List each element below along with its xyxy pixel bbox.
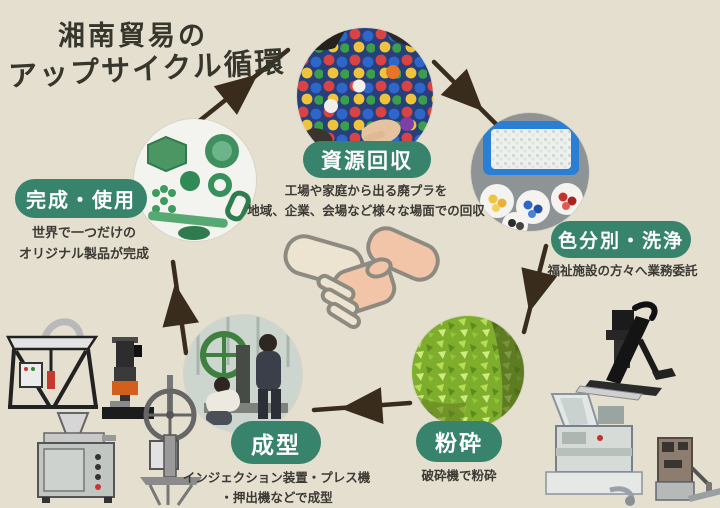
- molding-machine-operators-photo: [184, 315, 302, 433]
- page-subtitle: アップサイクル循環: [7, 46, 287, 94]
- sorted-caps-and-pellets-photo: [471, 113, 589, 231]
- stage-label-molding: 成型: [231, 421, 321, 464]
- stage-caption-molding: インジェクション装置・プレス機 ・押出機などで成型: [182, 471, 371, 506]
- handshake-icon: [283, 222, 441, 340]
- stage-caption-crushing: 破砕機で粉砕: [421, 469, 497, 483]
- snowflake-comb-icon: [152, 185, 176, 213]
- stage-caption-color-sorting: 福祉施設の方々へ業務委託: [547, 264, 698, 278]
- granulator-image: [545, 393, 643, 506]
- injection-frame-table-image: [5, 318, 99, 409]
- machine-images-right: [540, 298, 720, 508]
- stage-caption-finished-use: 世界で一つだけの オリジナル製品が完成: [18, 225, 149, 262]
- carabiner-icon: [225, 190, 251, 222]
- green-plastic-products-photo: [134, 119, 256, 241]
- arrow-crushing-to-molding-icon: [311, 387, 413, 425]
- stage-label-color-sorting: 色分別・洗浄: [551, 221, 691, 258]
- stage-caption-resource-collection: 工場や家庭から出る廃プラを 地域、企業、会場など様々な場面での回収: [247, 184, 485, 219]
- bench-press-image: [102, 337, 154, 419]
- stage-label-finished-use: 完成・使用: [15, 179, 147, 218]
- extruder-image: [37, 412, 116, 503]
- crushed-green-plastic-photo: [412, 316, 524, 428]
- hand-crank-press-image: [655, 437, 720, 502]
- page-title: 湘南貿易の: [58, 21, 208, 51]
- handwheel-press-image: [140, 375, 202, 506]
- lever-press-image: [575, 301, 676, 401]
- stage-label-resource-collection: 資源回収: [303, 141, 431, 178]
- machine-images-left: [0, 315, 205, 508]
- person-icon: [256, 334, 281, 419]
- hand-icon: [361, 119, 401, 145]
- sorted-bag-icon: [480, 183, 583, 231]
- stage-label-crushing: 粉砕: [416, 421, 502, 462]
- person-crouching-icon: [205, 377, 241, 425]
